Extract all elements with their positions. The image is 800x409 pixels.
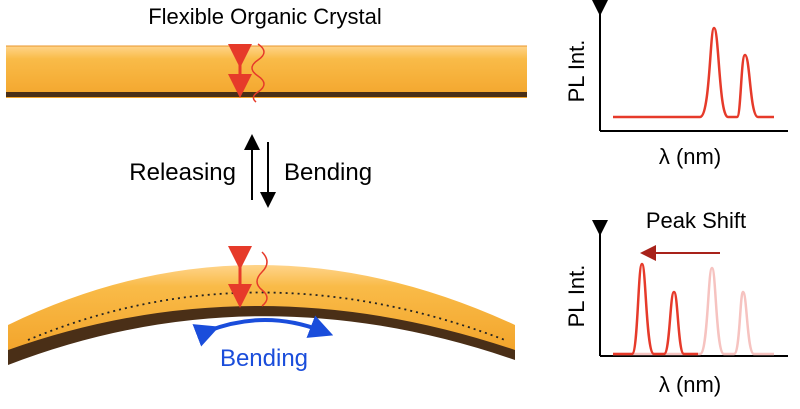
top-plot-xlabel: λ (nm) bbox=[659, 144, 721, 169]
bending-arrow-label: Bending bbox=[220, 345, 308, 372]
bending-label: Bending bbox=[284, 159, 372, 186]
shifted-spectrum bbox=[613, 262, 698, 356]
straight-crystal bbox=[6, 45, 527, 98]
bottom-plot-ylabel: PL Int. bbox=[564, 265, 589, 328]
bending-arrow bbox=[192, 315, 334, 347]
peak-shift-label: Peak Shift bbox=[646, 208, 746, 233]
bent-crystal bbox=[8, 265, 515, 365]
bottom-plot-xlabel: λ (nm) bbox=[659, 372, 721, 397]
bent-crystal-indicator bbox=[228, 246, 268, 308]
top-pl-plot bbox=[592, 0, 788, 132]
releasing-label: Releasing bbox=[129, 159, 236, 186]
transition-arrows bbox=[244, 134, 276, 208]
straight-crystal-indicator bbox=[228, 43, 265, 103]
bottom-pl-plot bbox=[592, 220, 788, 357]
top-spectrum bbox=[613, 26, 774, 119]
faded-spectrum bbox=[613, 266, 774, 356]
top-plot-ylabel: PL Int. bbox=[564, 40, 589, 103]
diagram-title: Flexible Organic Crystal bbox=[148, 4, 382, 29]
